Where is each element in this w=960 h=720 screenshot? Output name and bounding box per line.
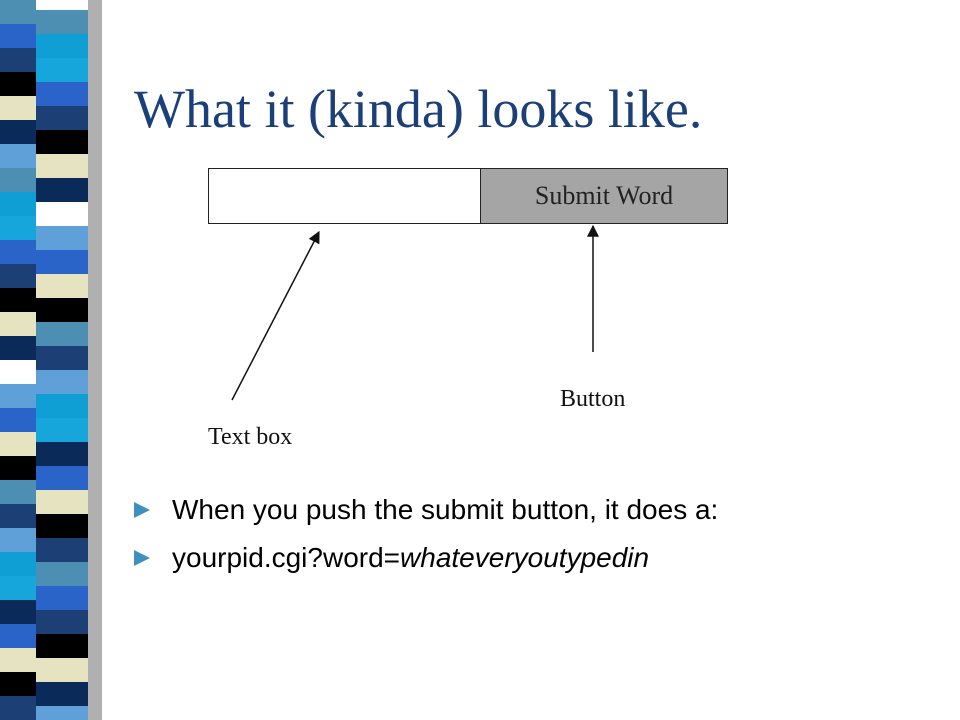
textbox-callout-label: Text box [208, 424, 293, 450]
text-box-illustration [209, 169, 481, 223]
bullet-text: When you push the submit button, it does… [172, 494, 719, 525]
bullet-text: yourpid.cgi?word=whateveryoutypedin [172, 542, 649, 574]
url-value: whateveryoutypedin [400, 542, 650, 573]
decorative-stripe [0, 0, 102, 720]
textbox-arrow [231, 230, 320, 401]
slide-title: What it (kinda) looks like. [134, 79, 703, 139]
button-callout-label: Button [560, 386, 626, 412]
bullet-icon [134, 550, 150, 566]
submit-button-illustration: Submit Word [481, 169, 727, 223]
form-mockup: Submit Word [208, 168, 728, 224]
bullet-item: yourpid.cgi?word=whateveryoutypedin [134, 534, 718, 582]
bullet-list: When you push the submit button, it does… [134, 486, 718, 582]
bullet-icon [134, 502, 150, 518]
bullet-item: When you push the submit button, it does… [134, 486, 718, 534]
url-prefix: yourpid.cgi?word= [172, 542, 401, 573]
